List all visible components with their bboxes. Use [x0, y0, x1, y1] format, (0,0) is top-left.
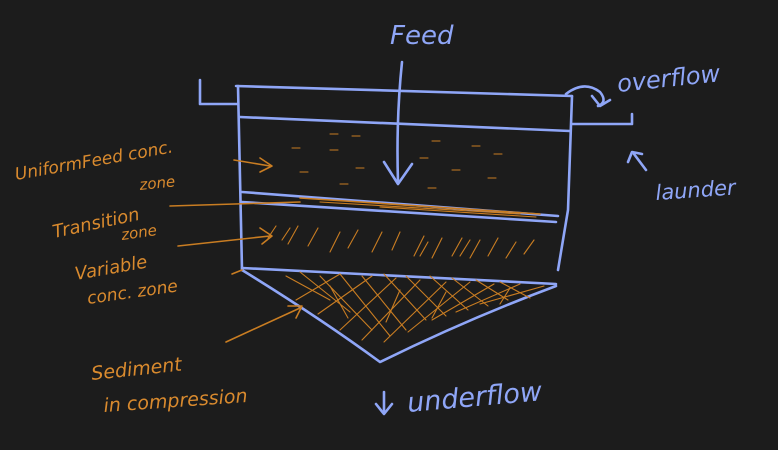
variable-zone-lower-mark: [231, 269, 243, 275]
transition-zone-fill: [299, 197, 541, 218]
variable-zone-label-2: conc. zone: [86, 276, 179, 309]
transition-zone-pointer: [169, 201, 301, 207]
sediment-label-1: Sediment: [90, 353, 184, 385]
tank-top-rim: [234, 84, 574, 98]
feed-arrow-icon: [382, 60, 414, 186]
liquid-surface-line: [238, 115, 572, 133]
uniform-zone-pointer: [233, 157, 273, 173]
transition-zone-label-2: zone: [119, 221, 158, 244]
launder-trough: [570, 112, 634, 126]
boundary-variable-sediment: [240, 266, 558, 286]
uniform-zone-dashes: [291, 133, 503, 189]
variable-zone-hatching: [267, 225, 535, 259]
conical-bottom: [240, 268, 558, 364]
feed-label: Feed: [390, 21, 454, 51]
overflow-arrow-icon: [564, 85, 612, 108]
tank-right-wall: [556, 94, 574, 272]
overflow-label: overflow: [616, 59, 722, 98]
tank-outline: [198, 78, 634, 364]
variable-zone-pointer: [177, 227, 273, 247]
sediment-hatching: [285, 271, 545, 343]
underflow-arrow-icon: [374, 390, 394, 416]
underflow-label: underflow: [406, 376, 544, 419]
uniform-zone-label-2: zone: [138, 172, 176, 194]
sediment-pointer: [225, 305, 303, 343]
tank-left-wall: [236, 84, 244, 272]
left-lip: [198, 78, 240, 106]
launder-label: launder: [655, 175, 738, 205]
variable-zone-label-1: Variable: [73, 252, 149, 285]
launder-arrow-icon: [626, 150, 648, 172]
boundary-transition-variable: [240, 200, 558, 224]
sediment-label-2: in compression: [103, 385, 248, 417]
